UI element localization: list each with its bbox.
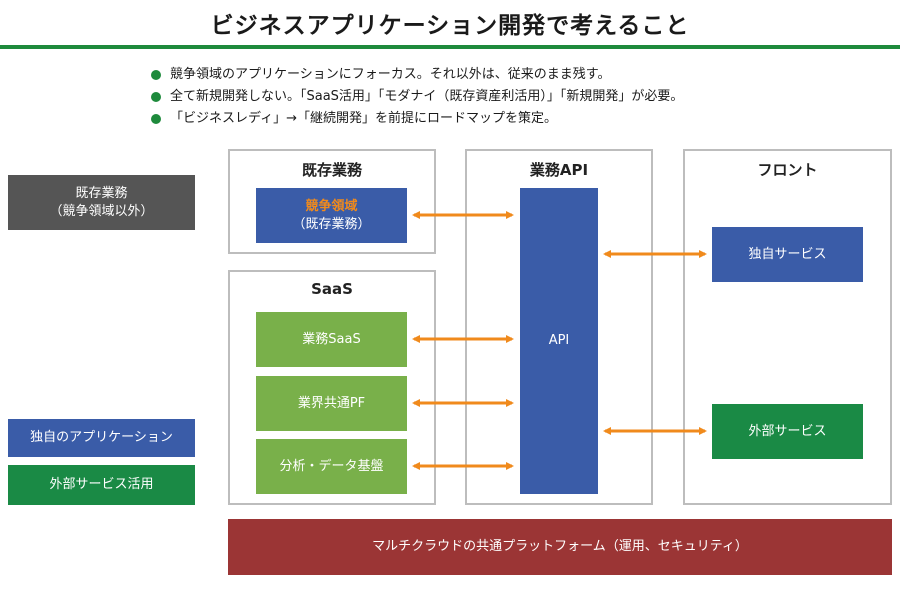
legend-own-app: 独自のアプリケーション xyxy=(8,419,195,457)
bullet-text: 競争領域のアプリケーションにフォーカス。それ以外は、従来のまま残す。 xyxy=(170,67,611,82)
box-api: API xyxy=(520,188,598,494)
panel-api-title: 業務API xyxy=(529,161,589,179)
bullet-dot-icon xyxy=(151,92,161,102)
legend-external: 外部サービス活用 xyxy=(8,465,195,505)
panel-existing-title: 既存業務 xyxy=(301,161,362,179)
box-competitive-area-sub: （既存業務） xyxy=(292,216,371,232)
title-underline xyxy=(0,45,900,49)
bullet-dot-icon xyxy=(151,70,161,80)
bullet-item: 競争領域のアプリケーションにフォーカス。それ以外は、従来のまま残す。 xyxy=(150,64,870,86)
bullet-dot-icon xyxy=(151,114,161,124)
legend-existing: 既存業務 （競争領域以外） xyxy=(8,175,195,230)
box-saas-item: 分析・データ基盤 xyxy=(256,439,407,494)
legend-existing-line1: 既存業務 xyxy=(75,185,128,201)
box-saas-item: 業務SaaS xyxy=(256,312,407,367)
page-title: ビジネスアプリケーション開発で考えること xyxy=(210,13,690,39)
platform-bar: マルチクラウドの共通プラットフォーム（運用、セキュリティ） xyxy=(228,519,892,575)
box-external-service: 外部サービス xyxy=(712,404,863,459)
legend-existing-line2: （競争領域以外） xyxy=(49,203,154,219)
bullet-text: 全て新規開発しない。「SaaS活用」「モダナイ（既存資産利活用）」「新規開発」が… xyxy=(170,89,684,104)
panel-front-title: フロント xyxy=(757,161,818,179)
bullet-text: 「ビジネスレディ」→「継続開発」を前提にロードマップを策定。 xyxy=(170,111,557,126)
box-competitive-area-label: 競争領域 xyxy=(305,198,358,214)
box-competitive-area: 競争領域 （既存業務） xyxy=(256,188,407,243)
bullet-item: 「ビジネスレディ」→「継続開発」を前提にロードマップを策定。 xyxy=(150,108,870,130)
bullet-list: 競争領域のアプリケーションにフォーカス。それ以外は、従来のまま残す。 全て新規開… xyxy=(150,64,870,130)
box-saas-item: 業界共通PF xyxy=(256,376,407,431)
panel-saas-title: SaaS xyxy=(311,280,353,298)
box-own-service: 独自サービス xyxy=(712,227,863,282)
bullet-item: 全て新規開発しない。「SaaS活用」「モダナイ（既存資産利活用）」「新規開発」が… xyxy=(150,86,870,108)
